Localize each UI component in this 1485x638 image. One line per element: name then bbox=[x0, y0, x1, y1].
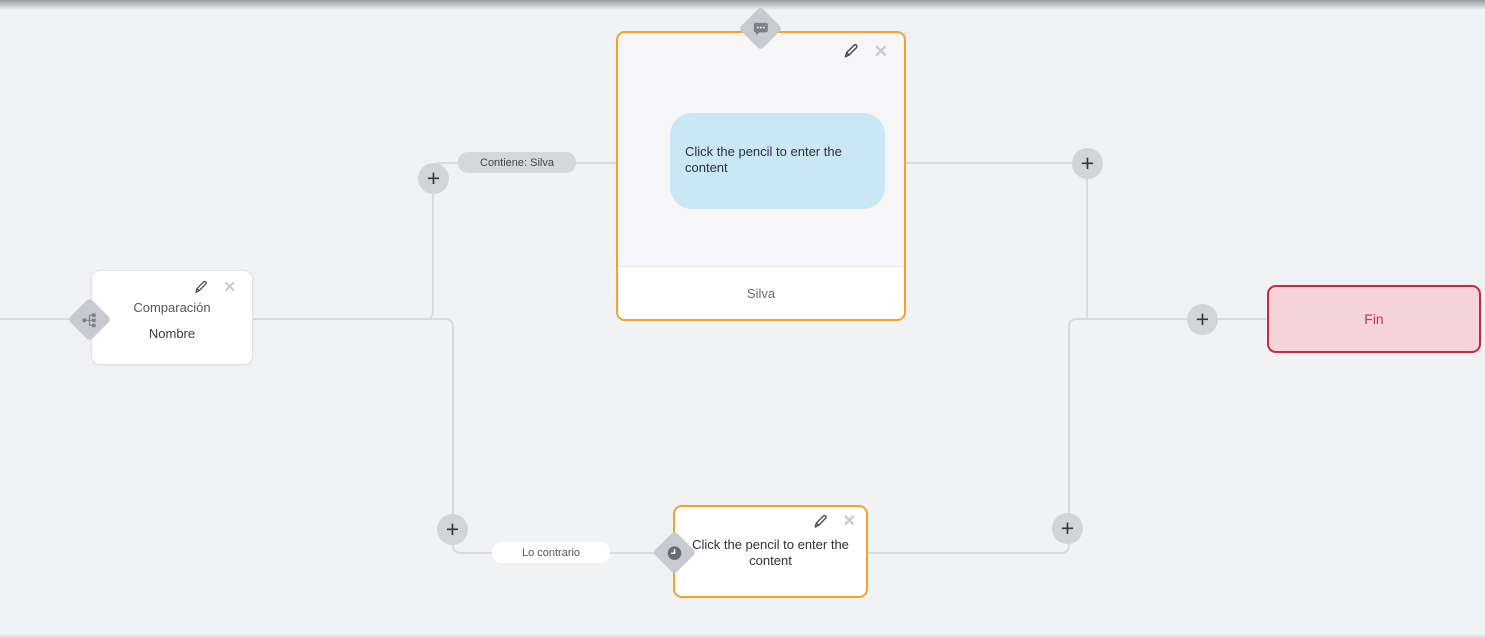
edge-label-else: Lo contrario bbox=[492, 542, 610, 563]
message-port-diamond[interactable] bbox=[738, 6, 783, 51]
edge-label-match: Contiene: Silva bbox=[458, 152, 576, 173]
wait-node-text: Click the pencil to enter the content bbox=[692, 537, 849, 569]
pencil-icon bbox=[195, 280, 208, 293]
delete-node-icon[interactable]: ✕ bbox=[873, 42, 888, 61]
edge-condition-to-wait bbox=[253, 318, 656, 554]
chat-bubble-icon bbox=[753, 21, 769, 36]
edge-wait-to-end bbox=[868, 318, 1266, 554]
end-node[interactable]: Fin bbox=[1267, 285, 1481, 353]
clock-icon bbox=[667, 545, 683, 561]
wait-node[interactable]: ✕ Click the pencil to enter the content bbox=[673, 505, 868, 598]
delete-node-icon[interactable]: ✕ bbox=[223, 279, 236, 296]
edit-pencil-icon[interactable] bbox=[842, 43, 859, 60]
add-step-button-upper-right[interactable]: + bbox=[1072, 148, 1103, 179]
add-step-button-upper-left[interactable]: + bbox=[418, 163, 449, 194]
add-step-button-lower-right[interactable]: + bbox=[1052, 513, 1083, 544]
branch-icon bbox=[82, 312, 98, 328]
message-footer-label: Silva bbox=[618, 266, 904, 319]
pencil-icon bbox=[844, 44, 858, 58]
condition-port-diamond[interactable] bbox=[67, 297, 112, 342]
add-step-button-lower-left[interactable]: + bbox=[437, 514, 468, 545]
add-step-button-before-end[interactable]: + bbox=[1187, 304, 1218, 335]
message-bubble: Click the pencil to enter the content bbox=[670, 113, 885, 209]
pencil-icon bbox=[814, 514, 827, 528]
edit-pencil-icon[interactable] bbox=[812, 514, 828, 530]
edge-message-to-end bbox=[906, 162, 1088, 319]
edit-pencil-icon[interactable] bbox=[193, 280, 208, 295]
condition-node[interactable]: ✕ Comparación Nombre bbox=[91, 270, 253, 365]
message-node[interactable]: ✕ Click the pencil to enter the content … bbox=[616, 31, 906, 321]
wait-port-diamond[interactable] bbox=[652, 530, 697, 575]
condition-subtitle: Nombre bbox=[148, 326, 196, 341]
delete-node-icon[interactable]: ✕ bbox=[842, 513, 856, 530]
condition-title: Comparación bbox=[133, 300, 211, 315]
